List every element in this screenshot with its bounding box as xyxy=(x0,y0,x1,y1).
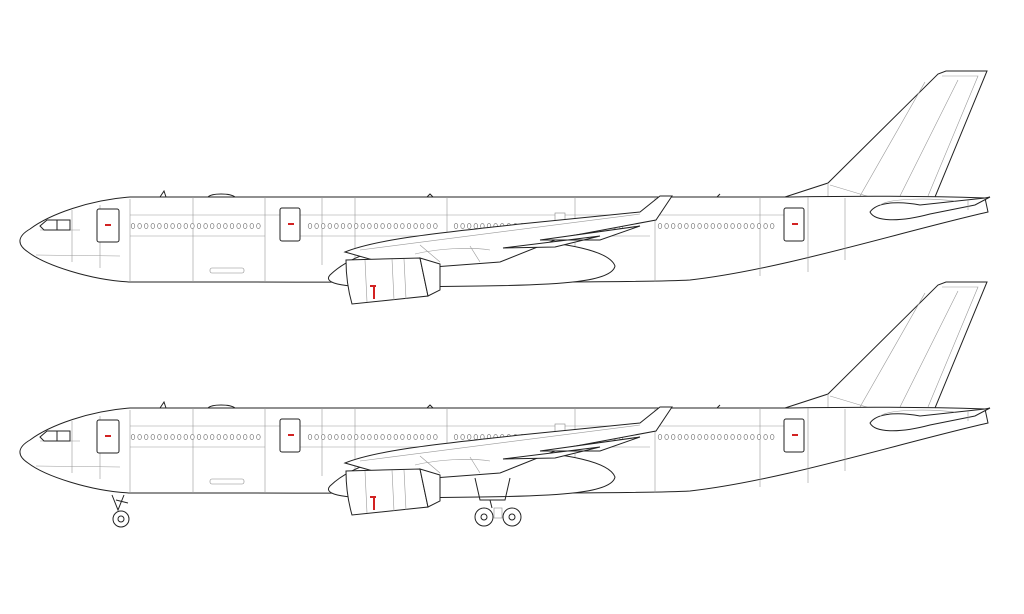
aircraft-side-view-gear-down xyxy=(19,281,991,528)
aircraft-side-view-gear-up xyxy=(19,70,991,305)
